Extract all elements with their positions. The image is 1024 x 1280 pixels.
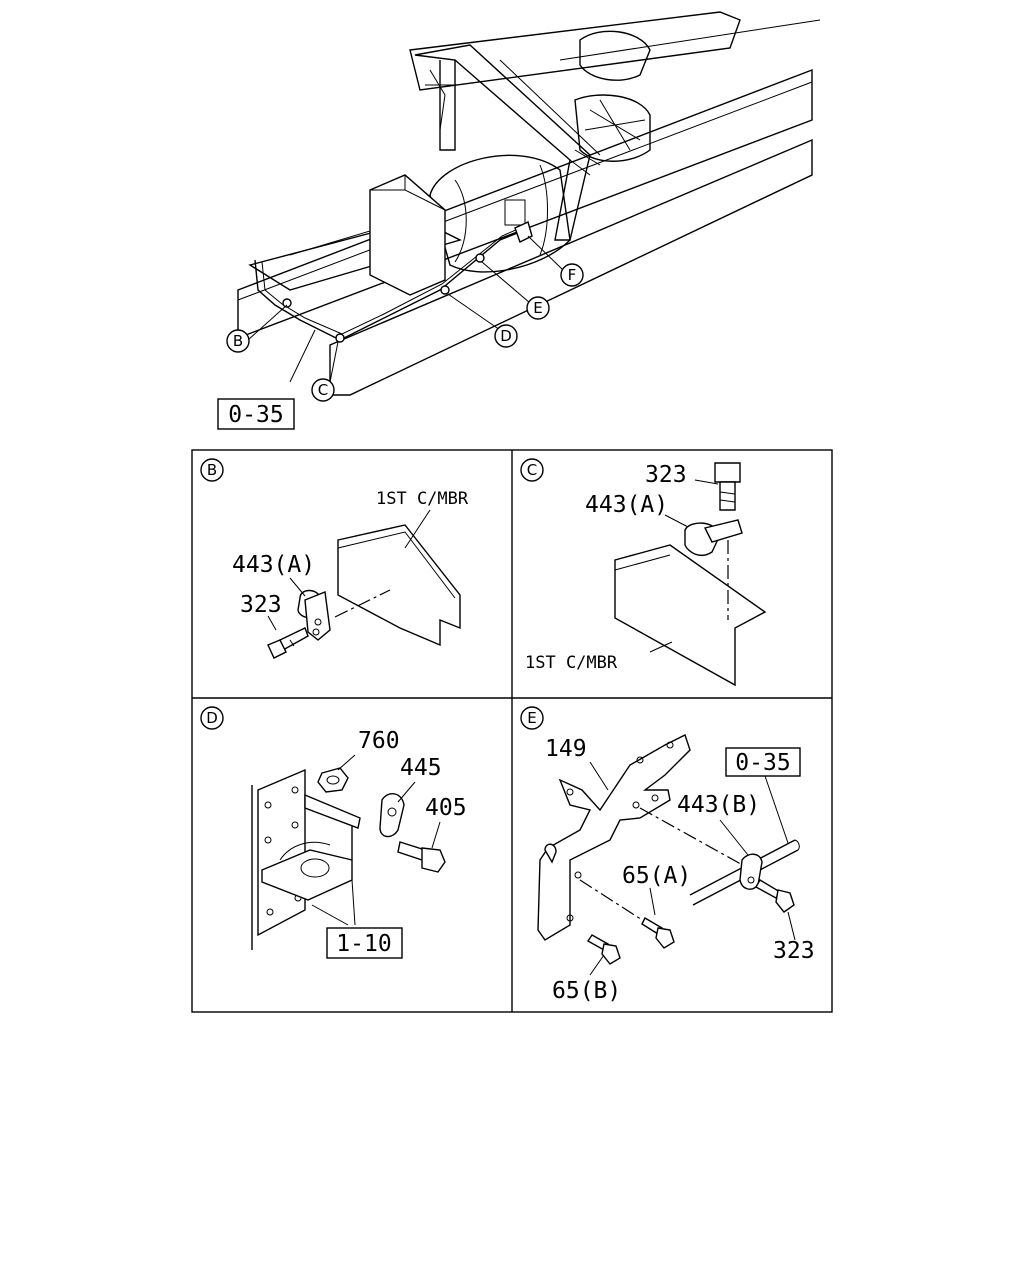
- panel-b-member-label: 1ST C/MBR: [376, 489, 469, 509]
- panel-e: E 149 0-35 443(B) 323: [520, 706, 815, 1004]
- panel-b-letter: B: [207, 461, 217, 479]
- panel-d-bolt-label: 405: [425, 795, 467, 821]
- chassis-overview: B C D E F 0-35: [217, 11, 821, 430]
- overview-ref-label: 0-35: [228, 402, 283, 428]
- panel-e-bolt-b-label: 65(B): [552, 978, 621, 1004]
- callout-b-label: B: [233, 332, 243, 350]
- callout-f-label: F: [568, 266, 577, 284]
- panel-b-bolt-label: 323: [240, 592, 282, 618]
- panel-e-clip-label: 443(B): [677, 792, 760, 818]
- panel-e-letter: E: [527, 709, 536, 727]
- panel-b-clip-label: 443(A): [232, 552, 315, 578]
- callout-c-label: C: [318, 381, 328, 399]
- panel-c-clip-label: 443(A): [585, 492, 668, 518]
- panel-c: C 323 443(A) 1ST C/MBR: [520, 458, 767, 687]
- panel-d-nut-label: 760: [358, 728, 400, 754]
- callout-e: E: [526, 296, 550, 320]
- panel-c-letter: C: [527, 461, 537, 479]
- callout-c: C: [311, 378, 335, 402]
- detail-grid: [191, 449, 833, 1013]
- panel-b: B 1ST C/MBR 443(A) 323: [200, 458, 469, 659]
- panel-d-clip-label: 445: [400, 755, 442, 781]
- panel-d: D 760 445 405 1-10: [200, 706, 467, 959]
- callout-d: D: [494, 324, 518, 348]
- callout-e-label: E: [533, 299, 542, 317]
- callout-d-label: D: [500, 327, 512, 345]
- panel-e-bolt-label: 323: [773, 938, 815, 964]
- panel-c-member-label: 1ST C/MBR: [525, 653, 618, 673]
- panel-e-ref-label: 0-35: [735, 750, 790, 776]
- callout-b: B: [226, 329, 250, 353]
- panel-c-bolt-label: 323: [645, 462, 687, 488]
- panel-e-bracket-label: 149: [545, 736, 587, 762]
- panel-e-bolt-a-label: 65(A): [622, 863, 691, 889]
- panel-d-letter: D: [206, 709, 218, 727]
- callout-f: F: [560, 263, 584, 287]
- overview-ref-box: 0-35: [217, 398, 295, 430]
- panel-d-ref-label: 1-10: [336, 931, 391, 957]
